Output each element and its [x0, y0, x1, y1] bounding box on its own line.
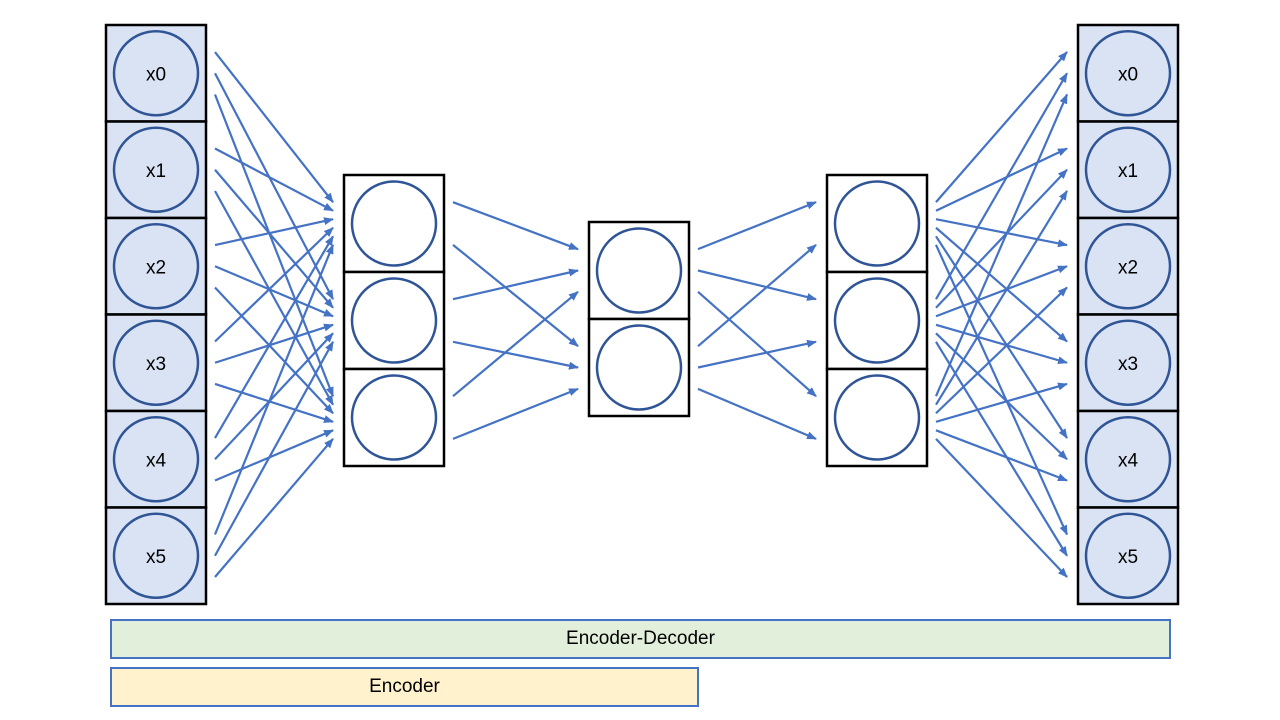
connection-arrow: [213, 243, 335, 535]
connection-arrow: [935, 226, 1068, 343]
connection-arrow: [214, 147, 334, 212]
neuron-label: x4: [1118, 450, 1139, 471]
connection-arrow: [214, 217, 334, 247]
connection-arrow: [935, 332, 1068, 461]
connection-arrow: [214, 265, 334, 318]
connection-arrow: [452, 201, 579, 251]
neuron-label: x0: [146, 64, 166, 85]
neuron-node: [833, 277, 921, 364]
connection-arrow: [452, 387, 579, 440]
neuron-node: [350, 277, 438, 364]
connection-arrow: [452, 290, 579, 398]
neuron-node: [833, 180, 921, 267]
connection-arrow: [935, 286, 1068, 415]
connection-arrow: [935, 438, 1068, 578]
encoder-decoder-bar: Encoder-Decoder: [110, 619, 1171, 659]
connection-arrow: [214, 190, 334, 406]
connection-arrow: [214, 226, 334, 343]
neuron-node: [112, 512, 200, 599]
network-layers: x0 x1 x2 x3 x4 x5 x0 x1 x2 x3 x4 x5: [104, 23, 1180, 606]
layer-hidden-1: [342, 173, 446, 468]
connection-arrow: [935, 218, 1068, 248]
neuron-label: x1: [1118, 161, 1138, 182]
connection-arrow: [935, 429, 1068, 482]
connection-arrow: [697, 269, 817, 301]
layer-hidden-2: [825, 173, 929, 468]
connection-arrow: [214, 323, 334, 364]
layer-bottleneck: [587, 220, 691, 418]
neuron-node: [112, 416, 200, 503]
neuron-node: [595, 227, 683, 314]
neuron-node: [1084, 319, 1172, 406]
neuron-label: x3: [1118, 354, 1138, 375]
connection-arrow: [935, 265, 1068, 318]
connection-arrow: [213, 94, 335, 398]
connection-arrow: [935, 382, 1068, 423]
connection-arrow: [697, 244, 817, 347]
connection-arrow: [935, 190, 1068, 406]
connection-arrow: [935, 341, 1068, 557]
neuron-node: [350, 180, 438, 267]
neuron-node: [112, 319, 200, 406]
connection-arrow: [452, 243, 579, 348]
neuron-label: x2: [146, 257, 166, 278]
neuron-label: x5: [146, 547, 166, 568]
connection-arrow: [214, 169, 334, 309]
neuron-label: x3: [146, 354, 166, 375]
connection-arrow: [934, 93, 1069, 397]
connection-arrow: [935, 147, 1068, 212]
connection-arrow: [214, 438, 334, 578]
neuron-node: [112, 223, 200, 310]
connection-arrow: [935, 168, 1068, 309]
connection-arrow: [935, 235, 1068, 439]
connection-arrow: [214, 340, 334, 557]
neuron-node: [112, 30, 200, 117]
connection-arrow: [697, 291, 817, 397]
neuron-label: x2: [1118, 257, 1138, 278]
neuron-label: x0: [1118, 64, 1138, 85]
neuron-label: x5: [1118, 547, 1138, 568]
neuron-label: x4: [146, 450, 167, 471]
neuron-label: x1: [146, 161, 166, 182]
connection-arrow: [214, 286, 334, 414]
neuron-node: [1084, 126, 1172, 213]
connection-arrow: [934, 244, 1069, 536]
connection-arrow: [697, 387, 817, 440]
connection-arrow: [697, 339, 817, 369]
connection-arrow: [452, 340, 579, 370]
neuron-node: [1084, 30, 1172, 117]
connection-arrow: [214, 235, 334, 439]
connection-arrow: [935, 72, 1068, 300]
neuron-node: [112, 126, 200, 213]
layer-input: x0 x1 x2 x3 x4 x5: [104, 23, 208, 606]
connection-arrow: [935, 51, 1068, 203]
connection-arrow: [935, 323, 1068, 365]
encoder-label: Encoder: [369, 676, 440, 697]
neuron-node: [1084, 416, 1172, 503]
layer-output: x0 x1 x2 x3 x4 x5: [1076, 23, 1180, 606]
neuron-node: [1084, 512, 1172, 599]
connection-arrow: [214, 429, 334, 482]
connection-arrow: [452, 268, 579, 301]
connection-arrow: [214, 382, 334, 423]
connection-arrow: [214, 51, 334, 203]
neuron-node: [833, 374, 921, 461]
neuron-node: [595, 324, 683, 411]
neuron-node: [350, 374, 438, 461]
connection-arrow: [214, 72, 334, 301]
connection-arrow: [214, 332, 334, 461]
encoder-decoder-label: Encoder-Decoder: [566, 628, 715, 649]
connection-arrows: [213, 51, 1069, 578]
encoder-bar: Encoder: [110, 667, 699, 707]
neuron-node: [1084, 223, 1172, 310]
connection-arrow: [697, 201, 817, 251]
